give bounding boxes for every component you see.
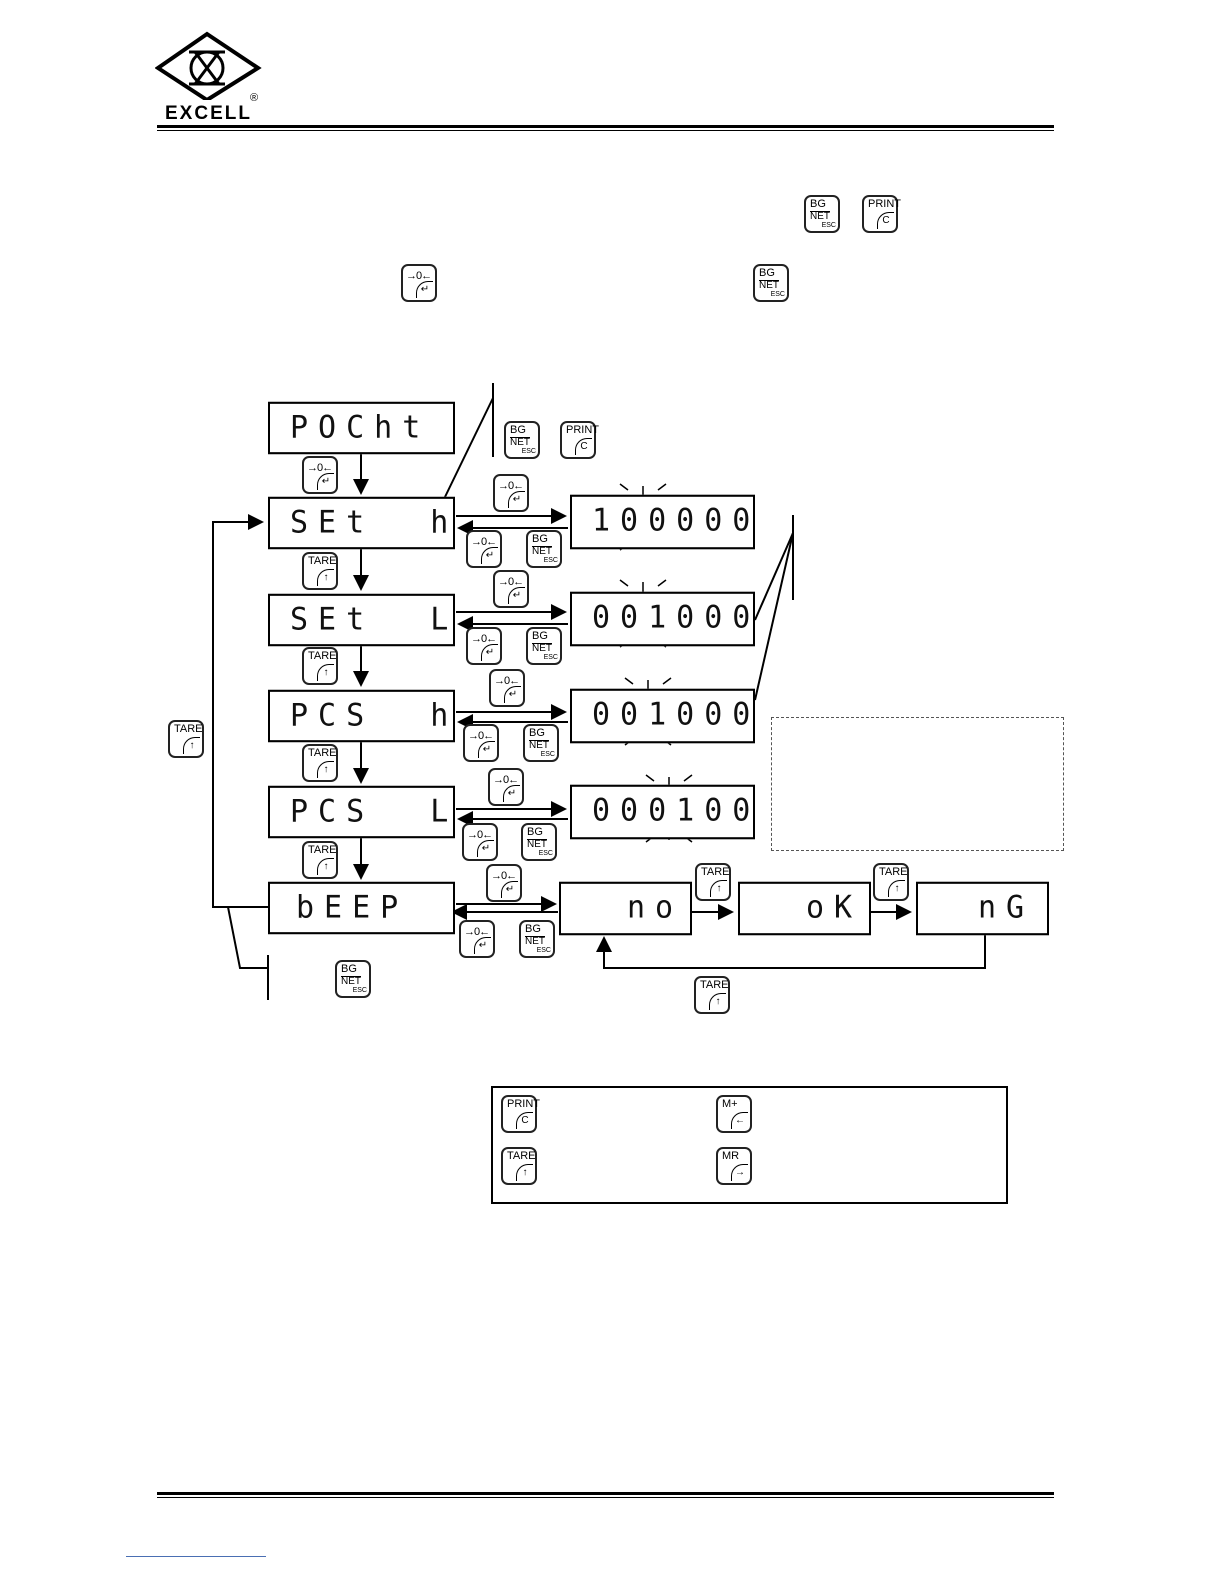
lcd-value-set-h: 100000 <box>570 494 755 550</box>
lcd-set-l: SEt L <box>268 593 455 647</box>
header-rule <box>157 125 1054 131</box>
zero-enter-key: →0←↵ <box>459 920 495 958</box>
tare-up-key: TARE↑ <box>168 720 204 758</box>
zero-enter-key: →0←↵ <box>463 724 499 762</box>
footer-link-underline[interactable] <box>126 1556 266 1557</box>
zero-enter-key: →0←↵ <box>466 627 502 665</box>
note-box <box>771 717 1064 851</box>
lcd-value-pcs-h: 001000 <box>570 688 755 744</box>
lcd-set-h: SEt h <box>268 496 455 550</box>
zero-enter-key: →0←↵ <box>466 530 502 568</box>
tare-up-key: TARE↑ <box>302 744 338 782</box>
tare-up-key: TARE↑ <box>302 647 338 685</box>
zero-enter-key: →0←↵ <box>486 864 522 902</box>
lcd-pcs-l: PCS L <box>268 785 455 839</box>
lcd-menu: POCht <box>268 401 455 455</box>
lcd-pcs-h: PCS h <box>268 689 455 743</box>
zero-enter-key: →0←↵ <box>401 264 437 302</box>
tare-up-key: TARE↑ <box>873 863 909 901</box>
lcd-beep-no: no <box>559 881 692 936</box>
zero-enter-key: →0←↵ <box>489 669 525 707</box>
key-legend <box>491 1086 1008 1204</box>
zero-enter-key: →0←↵ <box>462 823 498 861</box>
tare-up-key: TARE↑ <box>501 1147 537 1185</box>
excell-logo <box>155 31 262 100</box>
m-plus-key: M+← <box>716 1095 752 1133</box>
brand-registered: ® <box>250 92 259 104</box>
tare-up-key: TARE↑ <box>694 976 730 1014</box>
tare-up-key: TARE↑ <box>302 841 338 879</box>
zero-enter-key: →0←↵ <box>302 456 338 494</box>
lcd-beep: bEEP <box>268 881 455 935</box>
lcd-beep-ng: nG <box>916 881 1049 936</box>
lcd-beep-ok: oK <box>738 881 871 936</box>
brand-name: EXCELL <box>165 103 252 124</box>
tare-up-key: TARE↑ <box>302 552 338 590</box>
lcd-value-pcs-l: 000100 <box>570 784 755 840</box>
zero-enter-key: →0←↵ <box>488 768 524 806</box>
lcd-value-set-l: 001000 <box>570 591 755 647</box>
footer-rule <box>157 1492 1054 1498</box>
mr-key: MR→ <box>716 1147 752 1185</box>
zero-enter-key: →0←↵ <box>493 570 529 608</box>
tare-up-key: TARE↑ <box>695 863 731 901</box>
zero-enter-key: →0←↵ <box>493 474 529 512</box>
